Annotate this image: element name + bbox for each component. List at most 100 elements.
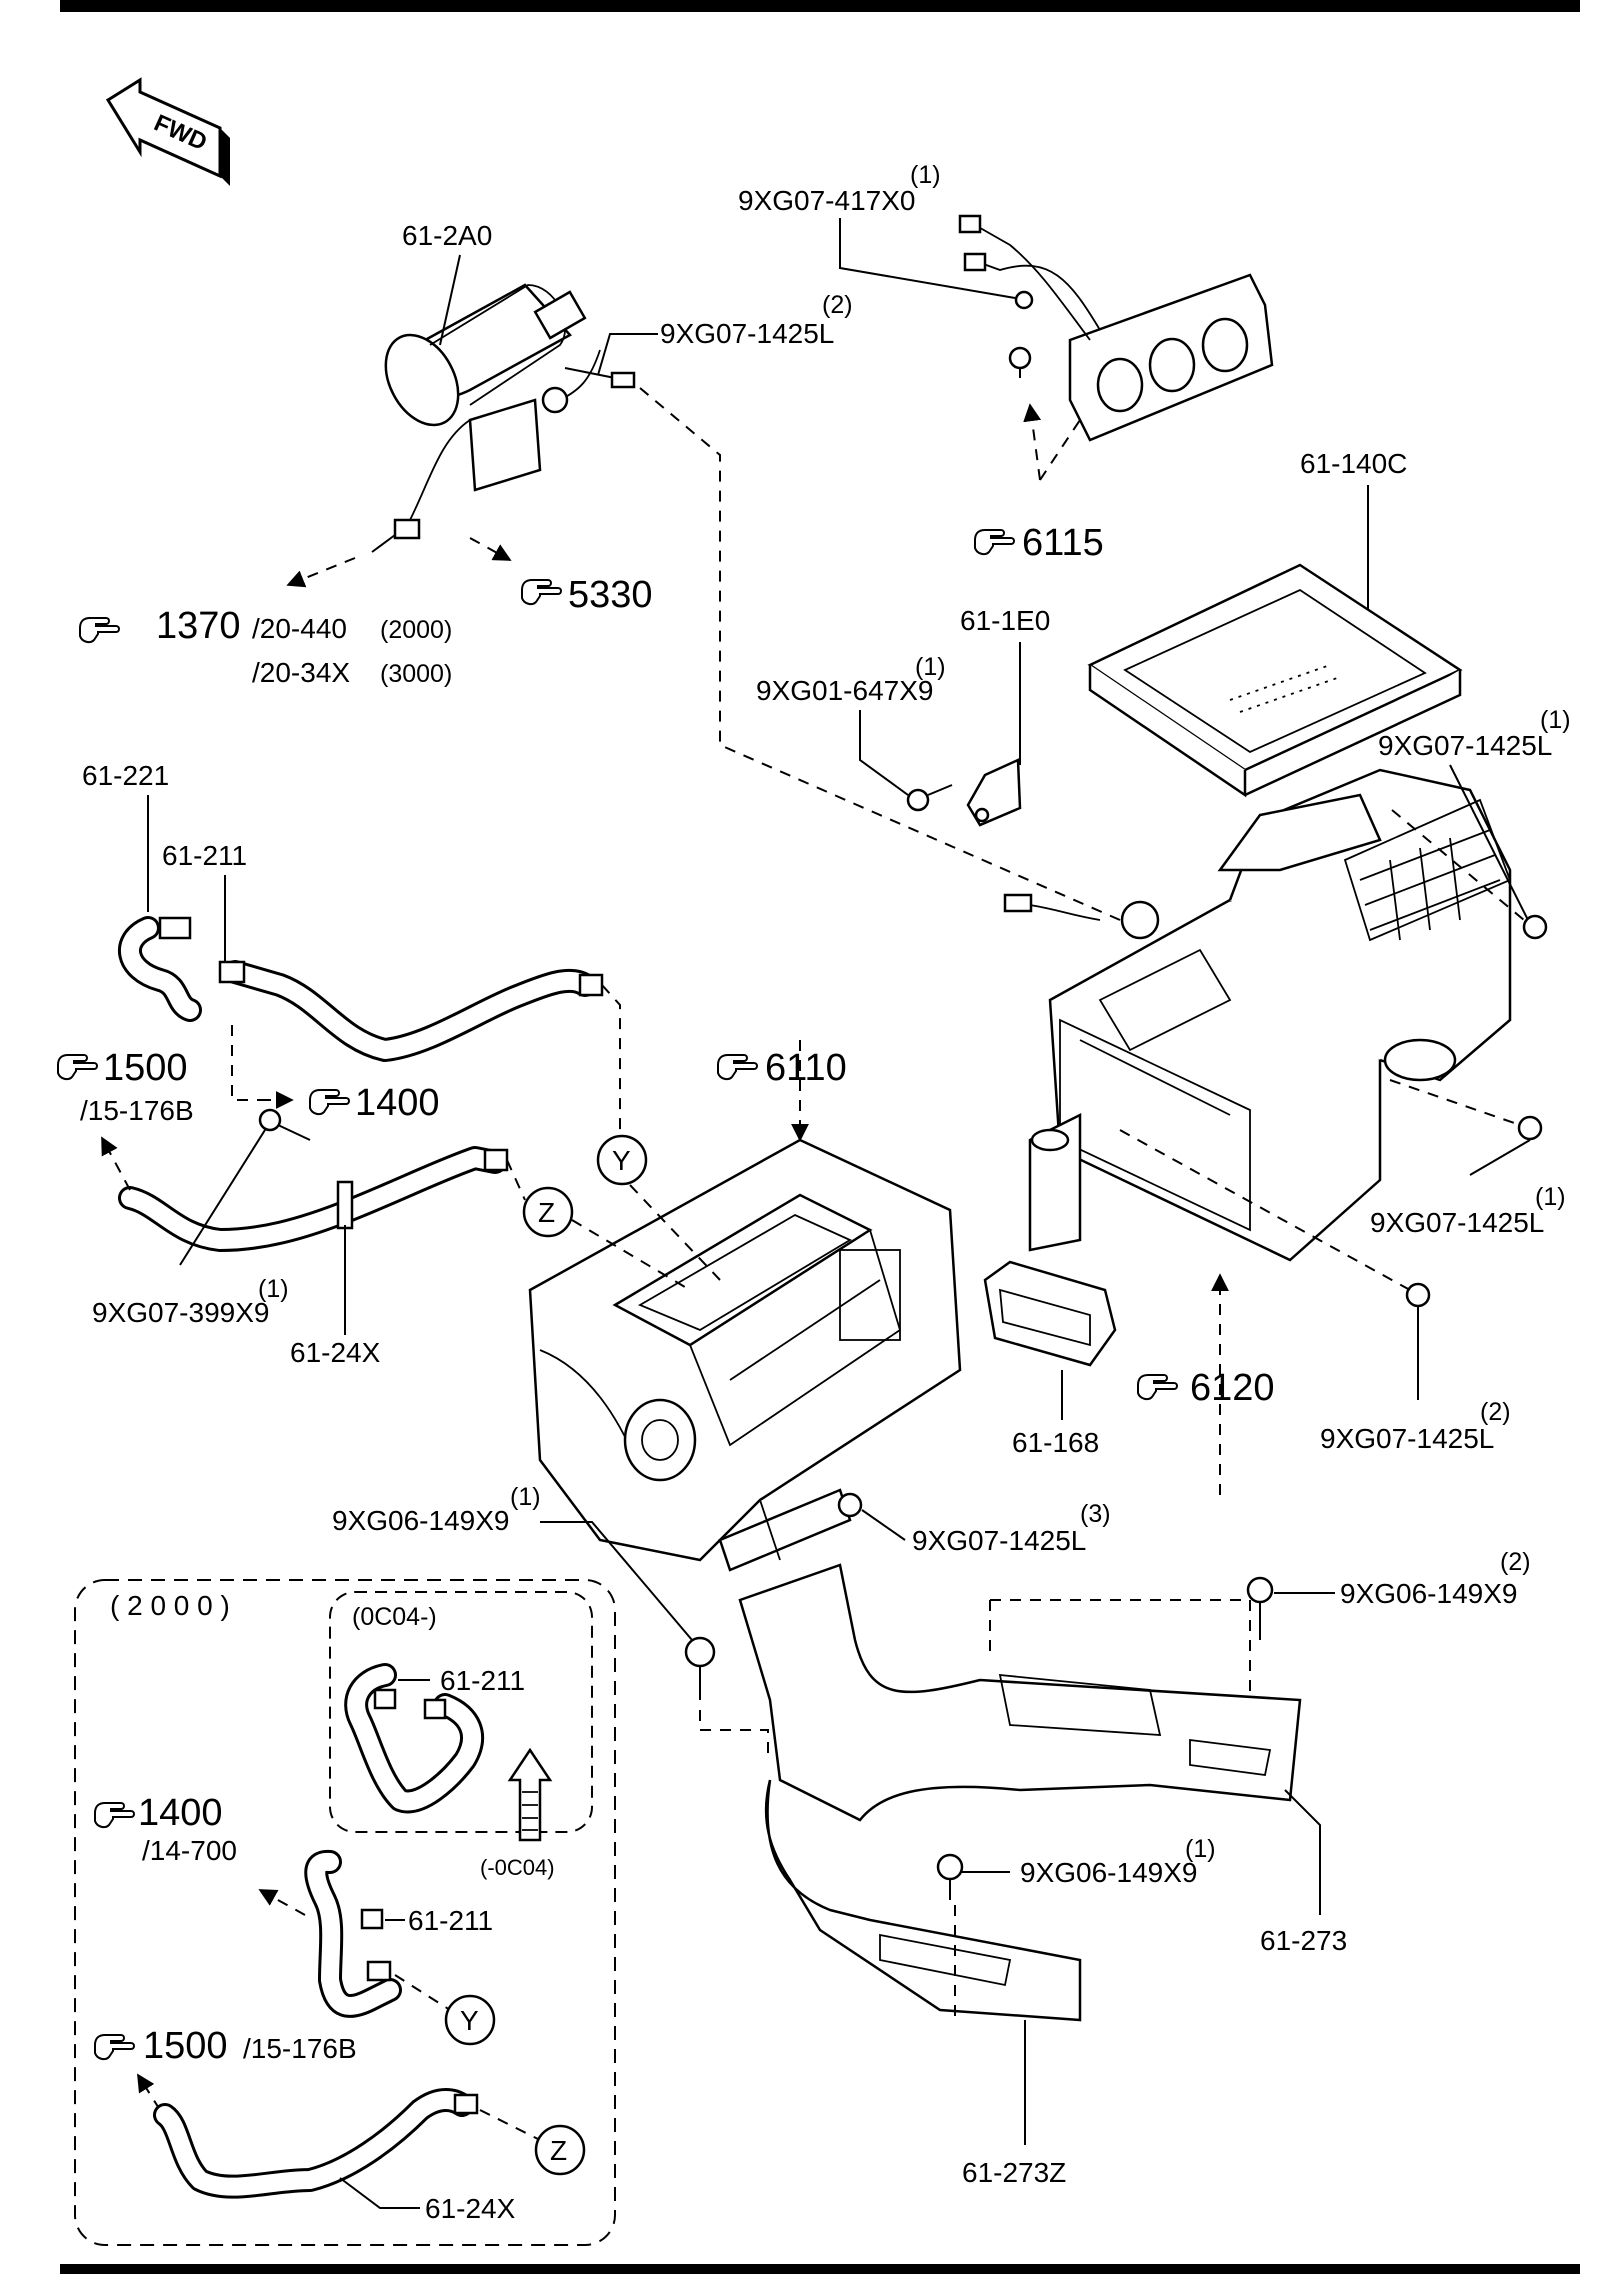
- inset-title: ( 2 0 0 0 ): [110, 1590, 230, 1621]
- hose-61-211-part: [218, 960, 604, 1062]
- reference-5330: 5330: [568, 574, 653, 616]
- reference-1370-note1: (2000): [380, 616, 452, 644]
- fastener-qty: (1): [1185, 1835, 1216, 1863]
- reference-hand-icon: [79, 617, 120, 644]
- inset-connector-y-label: Y: [460, 2005, 479, 2036]
- fastener-label: 9XG07-1425L: [1320, 1423, 1494, 1454]
- seal-part: [983, 1260, 1117, 1367]
- fastener-label: 9XG07-1425L: [912, 1525, 1086, 1556]
- fastener-qty: (1): [915, 653, 946, 681]
- connector-z-label: Z: [538, 1197, 555, 1228]
- fastener-label: 9XG07-1425L: [1378, 730, 1552, 761]
- reference-6115: 6115: [1022, 522, 1104, 564]
- fastener-qty: (2): [1500, 1548, 1531, 1576]
- nut-part: [1522, 914, 1548, 940]
- climate-control-unit-part: [958, 214, 1274, 442]
- part-label-61-24X: 61-24X: [290, 1337, 381, 1368]
- inset-reference-1500: 1500: [143, 2025, 228, 2067]
- fastener-qty: (1): [1540, 706, 1571, 734]
- fastener-qty: (1): [510, 1483, 541, 1511]
- clip-part: [684, 1636, 716, 1668]
- screw-part: [258, 1108, 282, 1132]
- inset-0C04-box: [329, 1591, 593, 1833]
- duct-61-273Z-part: [764, 1779, 1082, 2022]
- filter-case-part: [1087, 563, 1463, 798]
- fastener-qty: (3): [1080, 1500, 1111, 1528]
- nut-part: [1405, 1282, 1431, 1308]
- reference-hand-icon: [717, 1054, 758, 1081]
- reference-hand-icon: [521, 579, 562, 606]
- part-label-61-140C: 61-140C: [1300, 448, 1407, 479]
- inset-2000-box: [74, 1579, 616, 2246]
- hose-61-221-part: [118, 916, 202, 1022]
- connector-y-label: Y: [612, 1145, 631, 1176]
- bottom-rule: [60, 2264, 1580, 2274]
- clip-part: [936, 1853, 964, 1881]
- fastener-label: 9XG06-149X9: [332, 1505, 509, 1536]
- inset-part-label-61-211b: 61-211: [408, 1905, 493, 1936]
- part-label-61-211: 61-211: [162, 840, 247, 871]
- fastener-qty: (1): [1535, 1183, 1566, 1211]
- inset-arrow-note: (-0C04): [480, 1855, 555, 1880]
- reference-hand-icon: [309, 1089, 350, 1116]
- fastener-label: 9XG07-417X0: [738, 185, 915, 216]
- part-label-61-1E0: 61-1E0: [960, 605, 1050, 636]
- reference-1370-note2: (3000): [380, 660, 452, 688]
- inset-part-label-61-211a: 61-211: [440, 1665, 525, 1696]
- clip-part: [1246, 1576, 1274, 1604]
- part-label-61-2A0: 61-2A0: [402, 220, 492, 251]
- hose-61-24X-part: [118, 1146, 509, 1252]
- screw-part: [906, 784, 953, 812]
- reference-1500: 1500: [103, 1047, 188, 1089]
- inset-subtitle: (0C04-): [352, 1603, 437, 1631]
- inset-reference-1500-sub: /15-176B: [243, 2033, 357, 2064]
- heater-unit-6110-part: [528, 1138, 962, 1572]
- connector-y: [596, 1134, 648, 1186]
- reference-hand-icon: [57, 1054, 98, 1081]
- inset-connector-z: [534, 2124, 586, 2176]
- part-label-61-168: 61-168: [1012, 1427, 1099, 1458]
- up-arrow-icon: [507, 1747, 553, 1842]
- part-label-61-221: 61-221: [82, 760, 169, 791]
- top-rule: [60, 0, 1580, 12]
- fastener-qty: (1): [258, 1275, 289, 1303]
- nut-part: [837, 1492, 863, 1518]
- reference-6110: 6110: [765, 1047, 847, 1089]
- fastener-label: 9XG07-1425L: [1370, 1207, 1544, 1238]
- connector-z: [522, 1186, 574, 1238]
- reference-1370-sub2: /20-34X: [252, 657, 350, 688]
- receiver-drier-part: [371, 283, 636, 553]
- duct-61-273-part: [738, 1563, 1302, 1822]
- hose-inset-b-part: [304, 1850, 402, 2018]
- part-label-61-273Z: 61-273Z: [962, 2157, 1066, 2188]
- fastener-qty: (2): [1480, 1398, 1511, 1426]
- fastener-label: 9XG06-149X9: [1340, 1578, 1517, 1609]
- reference-hand-icon: [974, 529, 1015, 556]
- inset-part-label-61-24X: 61-24X: [425, 2193, 516, 2224]
- reference-1400: 1400: [355, 1082, 440, 1124]
- reference-hand-icon: [1137, 1374, 1178, 1401]
- inset-connector-y: [444, 1994, 496, 2046]
- ac-unit-6120-part: [1003, 768, 1512, 1262]
- hose-inset-a-part: [344, 1663, 484, 1814]
- inset-reference-1400-sub: /14-700: [142, 1835, 237, 1866]
- reference-1370-sub1: /20-440: [252, 613, 347, 644]
- fastener-qty: (2): [822, 291, 853, 319]
- fastener-label: 9XG06-149X9: [1020, 1857, 1197, 1888]
- reference-hand-icon: [94, 2034, 135, 2061]
- inset-connector-z-label: Z: [550, 2135, 567, 2166]
- reference-1370: 1370: [156, 605, 241, 647]
- fastener-label: 9XG07-1425L: [660, 318, 834, 349]
- reference-6120: 6120: [1190, 1367, 1275, 1409]
- fastener-label: 9XG07-399X9: [92, 1297, 269, 1328]
- fastener-label: 9XG01-647X9: [756, 675, 933, 706]
- part-label-61-273: 61-273: [1260, 1925, 1347, 1956]
- fastener-qty: (1): [910, 161, 941, 189]
- inset-reference-1400: 1400: [138, 1792, 223, 1834]
- forward-arrow-icon: FWD: [105, 77, 230, 186]
- reference-1500-sub: /15-176B: [80, 1095, 194, 1126]
- hose-inset-24X-part: [153, 2088, 479, 2199]
- nut-part: [1517, 1115, 1543, 1141]
- bracket-part: [966, 758, 1022, 827]
